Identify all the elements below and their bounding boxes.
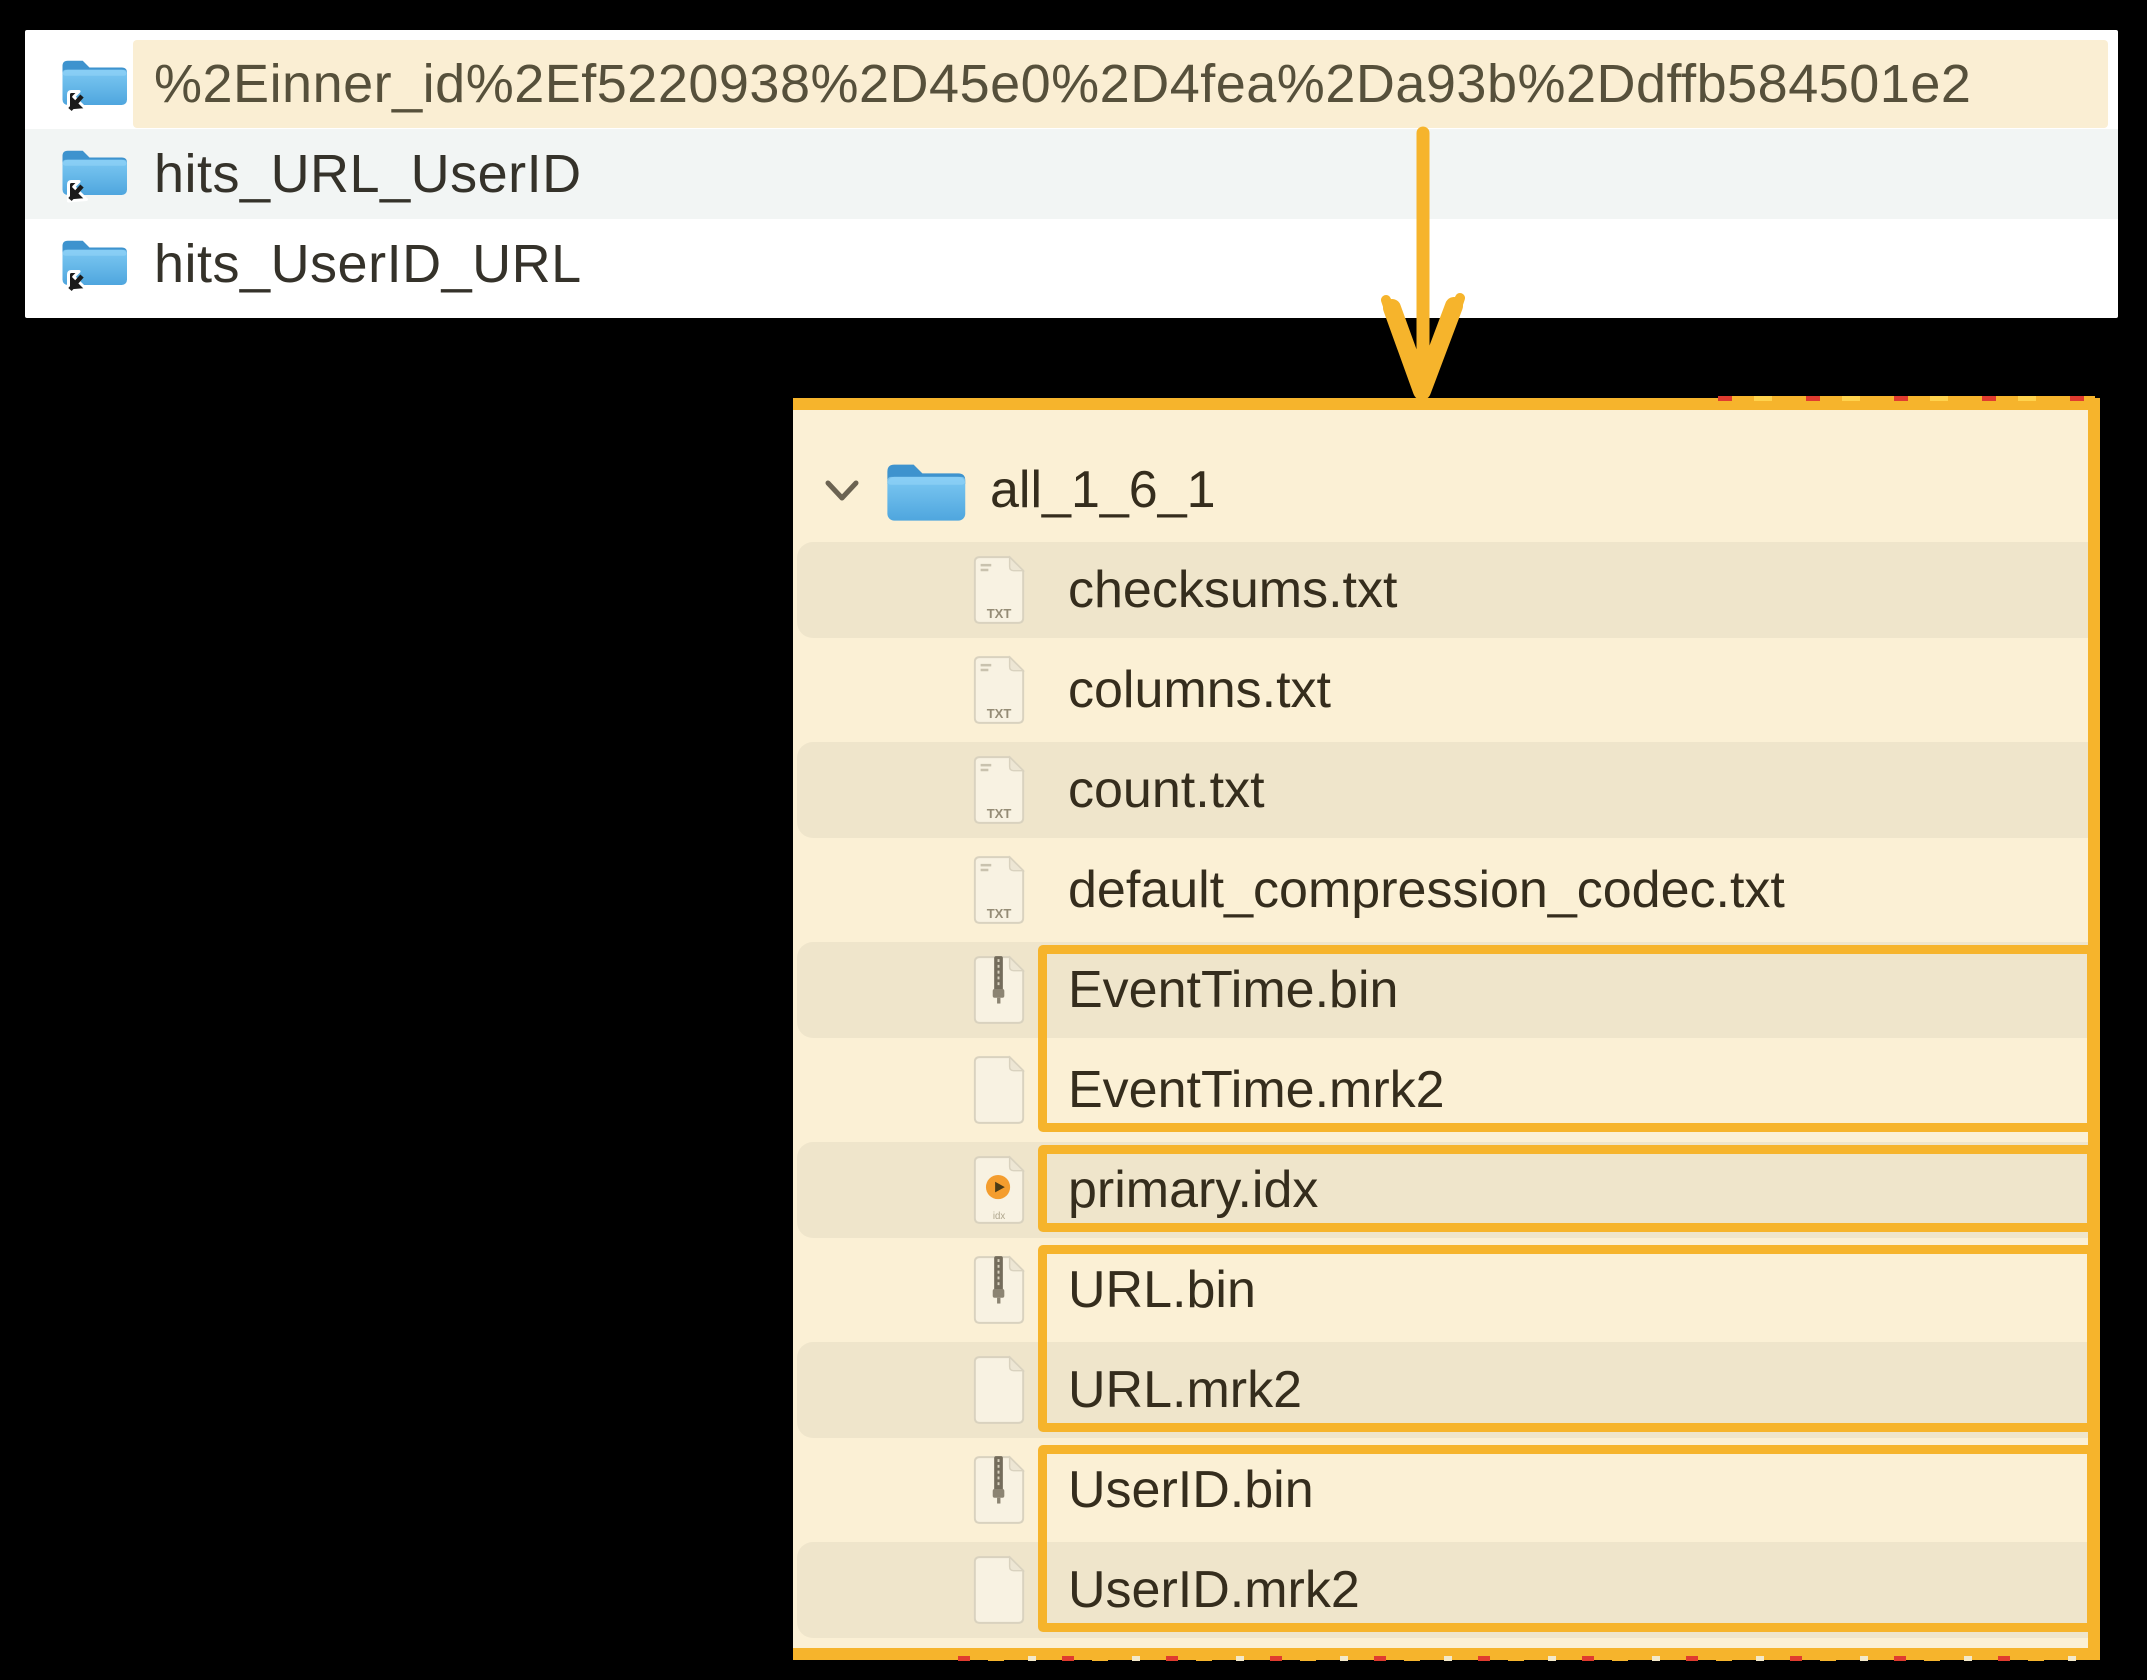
svg-text:TXT: TXT bbox=[987, 706, 1012, 721]
txt-file-icon: TXT bbox=[970, 553, 1028, 627]
tree-item-label: URL.bin bbox=[1068, 1261, 1256, 1319]
tree-item-eventtime-mrk2[interactable]: EventTime.mrk2 bbox=[793, 1040, 2088, 1140]
tree-item-primary-idx[interactable]: idx primary.idx bbox=[793, 1140, 2088, 1240]
svg-text:TXT: TXT bbox=[987, 906, 1012, 921]
tree-item-label: default_compression_codec.txt bbox=[1068, 861, 1785, 919]
txt-file-icon: TXT bbox=[970, 653, 1028, 727]
tree-item-label: EventTime.mrk2 bbox=[1068, 1061, 1445, 1119]
idx-file-icon: idx bbox=[970, 1153, 1028, 1227]
tree-item-default-compression-codec-txt[interactable]: TXT default_compression_codec.txt bbox=[793, 840, 2088, 940]
annotation-box-primary bbox=[1038, 1145, 2096, 1232]
svg-text:TXT: TXT bbox=[987, 806, 1012, 821]
tree-root-label: all_1_6_1 bbox=[990, 461, 1216, 519]
annotation-box-eventtime bbox=[1038, 945, 2096, 1132]
mrk-file-icon bbox=[970, 1053, 1028, 1127]
annotation-box-url bbox=[1038, 1245, 2096, 1432]
tree-item-userid-bin[interactable]: UserID.bin bbox=[793, 1440, 2088, 1540]
finder-item-label: hits_URL_UserID bbox=[154, 144, 582, 204]
tree-item-label: UserID.mrk2 bbox=[1068, 1561, 1360, 1619]
tree-item-checksums-txt[interactable]: TXT checksums.txt bbox=[793, 540, 2088, 640]
tree-item-eventtime-bin[interactable]: EventTime.bin bbox=[793, 940, 2088, 1040]
folder-alias-icon bbox=[58, 139, 130, 209]
tree-item-label: EventTime.bin bbox=[1068, 961, 1399, 1019]
tree-item-count-txt[interactable]: TXT count.txt bbox=[793, 740, 2088, 840]
finder-item-label: %2Einner_id%2Ef5220938%2D45e0%2D4fea%2Da… bbox=[154, 54, 1972, 114]
tree-item-label: UserID.bin bbox=[1068, 1461, 1314, 1519]
finder-list: %2Einner_id%2Ef5220938%2D45e0%2D4fea%2Da… bbox=[25, 30, 2118, 318]
txt-file-icon: TXT bbox=[970, 753, 1028, 827]
tree-item-columns-txt[interactable]: TXT columns.txt bbox=[793, 640, 2088, 740]
tree-item-url-bin[interactable]: URL.bin bbox=[793, 1240, 2088, 1340]
mrk-file-icon bbox=[970, 1353, 1028, 1427]
border-artifact-top bbox=[1718, 396, 2095, 401]
finder-item-hits-url-userid[interactable]: hits_URL_UserID bbox=[25, 129, 2118, 219]
tree-item-label: checksums.txt bbox=[1068, 561, 1398, 619]
folder-icon bbox=[883, 454, 967, 526]
tree-item-userid-mrk2[interactable]: UserID.mrk2 bbox=[793, 1540, 2088, 1640]
tree-item-url-mrk2[interactable]: URL.mrk2 bbox=[793, 1340, 2088, 1440]
finder-item-hits-userid-url[interactable]: hits_UserID_URL bbox=[25, 219, 2118, 309]
finder-list-rows: %2Einner_id%2Ef5220938%2D45e0%2D4fea%2Da… bbox=[25, 39, 2118, 309]
border-artifact-bottom bbox=[958, 1656, 2098, 1661]
folder-alias-icon bbox=[58, 49, 130, 119]
finder-item-label: hits_UserID_URL bbox=[154, 234, 582, 294]
bin-file-icon bbox=[970, 953, 1028, 1027]
annotation-box-userid bbox=[1038, 1445, 2096, 1632]
mrk-file-icon bbox=[970, 1553, 1028, 1627]
selection-highlight bbox=[133, 40, 2108, 128]
svg-text:TXT: TXT bbox=[987, 606, 1012, 621]
tree-root-folder[interactable]: all_1_6_1 bbox=[793, 440, 2088, 540]
tree-item-label: URL.mrk2 bbox=[1068, 1361, 1303, 1419]
svg-text:idx: idx bbox=[993, 1211, 1006, 1222]
bin-file-icon bbox=[970, 1453, 1028, 1527]
bin-file-icon bbox=[970, 1253, 1028, 1327]
tree-item-label: primary.idx bbox=[1068, 1161, 1319, 1219]
chevron-down-icon[interactable] bbox=[820, 470, 864, 510]
tree-item-label: count.txt bbox=[1068, 761, 1265, 819]
tree-item-label: columns.txt bbox=[1068, 661, 1331, 719]
finder-item-2einner-id-2ef5220938-2d45e0-2d4fea-2da9[interactable]: %2Einner_id%2Ef5220938%2D45e0%2D4fea%2Da… bbox=[25, 39, 2118, 129]
txt-file-icon: TXT bbox=[970, 853, 1028, 927]
folder-alias-icon bbox=[58, 229, 130, 299]
